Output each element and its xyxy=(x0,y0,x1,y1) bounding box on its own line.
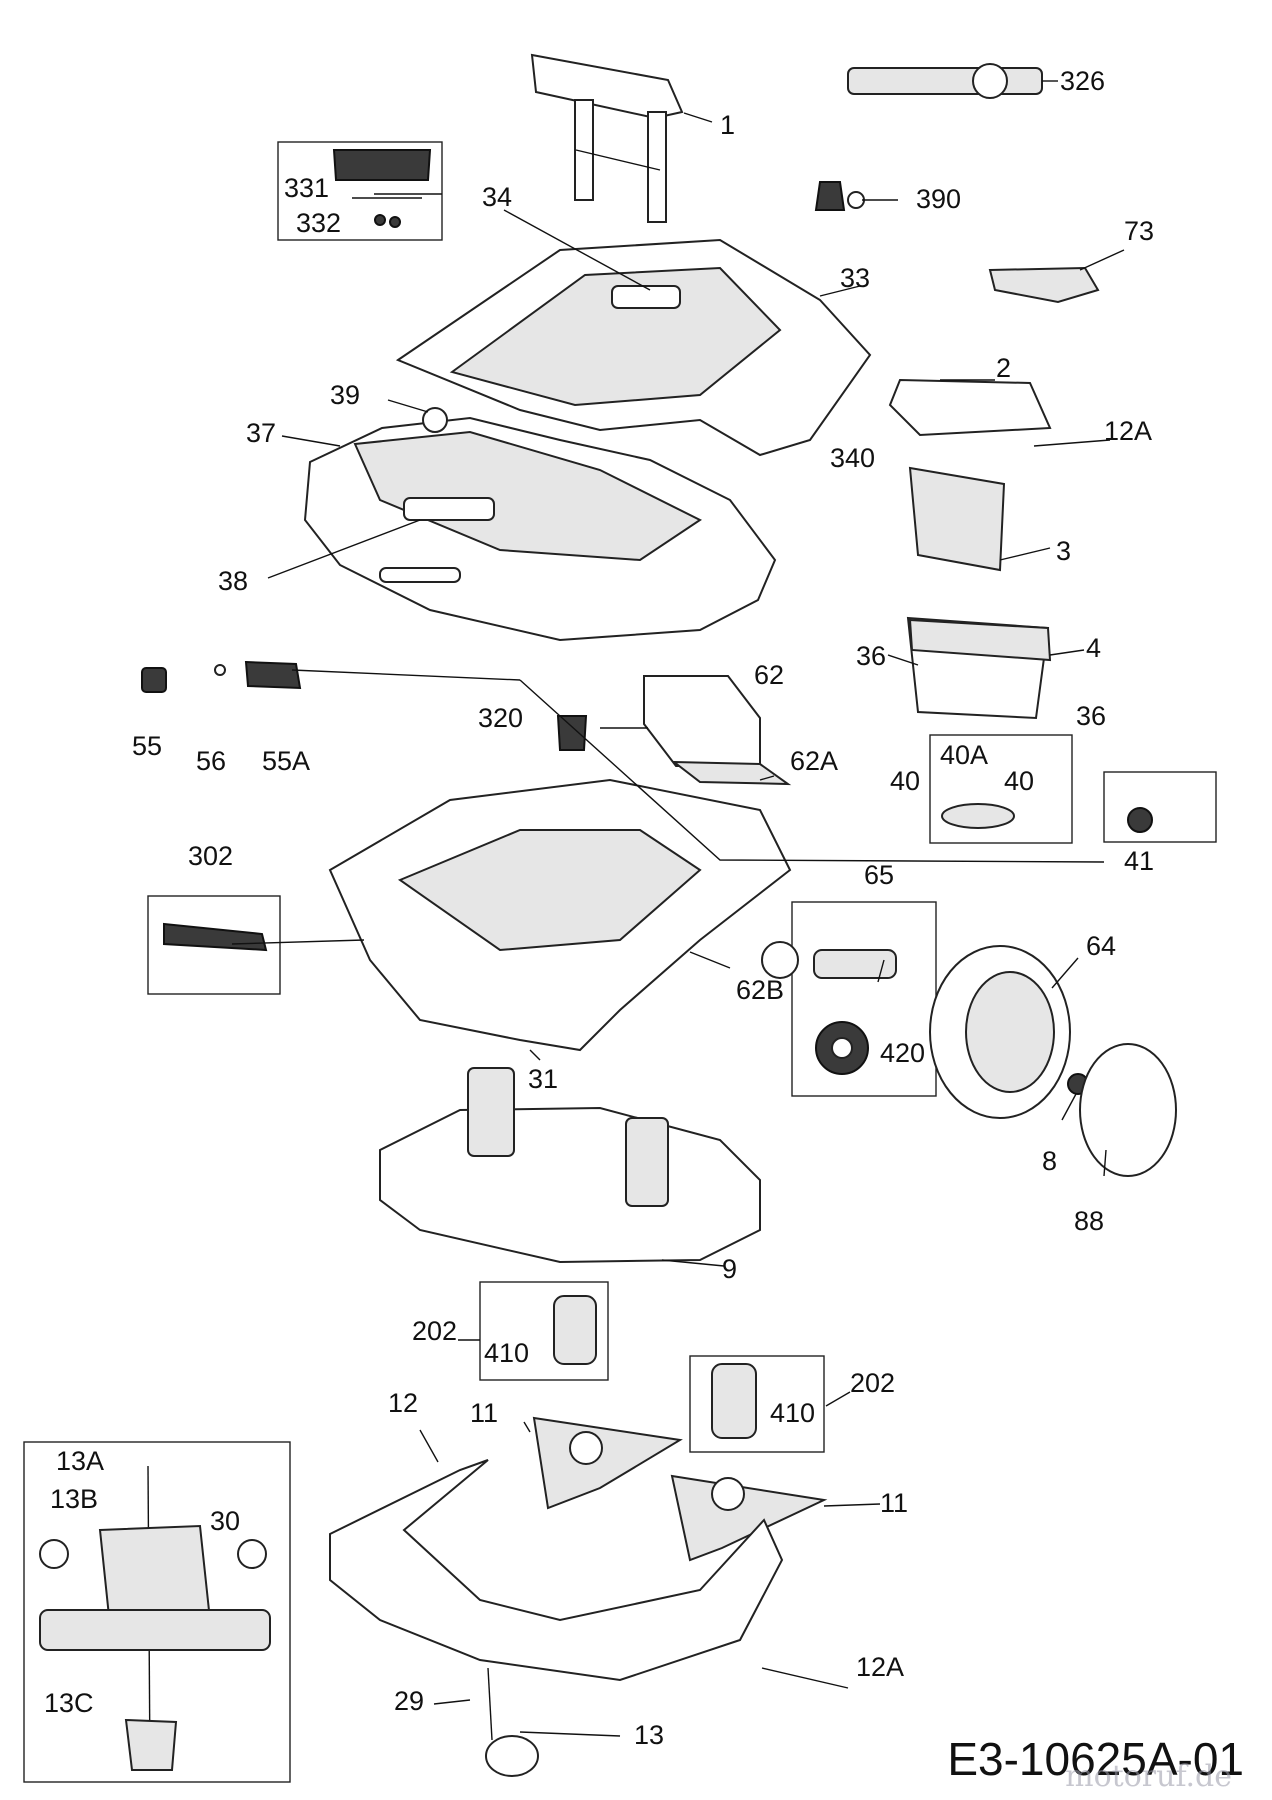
rubber-plug-part xyxy=(556,715,588,751)
body-shell-part xyxy=(303,407,777,642)
magnet-ring-part xyxy=(815,1021,869,1075)
watermark-logo: motoruf.de xyxy=(1065,1759,1232,1794)
mesh-filter-part xyxy=(941,803,1015,829)
hood-part xyxy=(395,238,872,457)
callout-11-right: 11 xyxy=(880,1488,909,1518)
callout-420: 420 xyxy=(880,1038,926,1068)
bumper-sensor-part xyxy=(163,922,268,952)
callout-8: 8 xyxy=(1042,1146,1058,1176)
blade-guard-part xyxy=(329,1459,784,1682)
inset-box-331-332 xyxy=(277,141,443,241)
callout-88: 88 xyxy=(1074,1206,1105,1236)
callout-12: 12 xyxy=(388,1388,419,1418)
callout-30: 30 xyxy=(210,1506,241,1536)
callout-4: 4 xyxy=(1086,633,1102,663)
blade-disc-left-part xyxy=(532,1416,683,1510)
callout-36-left: 36 xyxy=(856,641,887,671)
inset-box-202-top xyxy=(479,1281,609,1381)
callout-37: 37 xyxy=(246,418,277,448)
callout-3: 3 xyxy=(1056,536,1072,566)
battery-cover-part xyxy=(888,378,1052,437)
callout-29: 29 xyxy=(394,1686,425,1716)
callout-1: 1 xyxy=(720,110,736,140)
callout-41: 41 xyxy=(1124,846,1155,876)
drive-wheel-part xyxy=(929,945,1177,1177)
inset-box-302 xyxy=(147,895,281,995)
callout-390: 390 xyxy=(916,184,962,214)
inset-box-13-assembly xyxy=(23,1441,291,1783)
handle-part xyxy=(530,53,684,223)
callout-331: 331 xyxy=(284,173,330,203)
inset-box-202-bottom xyxy=(689,1355,825,1453)
callout-410-top: 410 xyxy=(484,1338,530,1368)
callout-33: 33 xyxy=(840,263,871,293)
blade-motor-bottom-part xyxy=(711,1363,757,1439)
circuit-board-part xyxy=(908,466,1006,572)
battery-box-part xyxy=(906,616,1052,720)
callout-13C: 13C xyxy=(44,1688,94,1718)
drive-motor-part xyxy=(813,949,897,979)
callout-13: 13 xyxy=(634,1720,665,1750)
inset-box-41 xyxy=(1103,771,1217,843)
callout-65: 65 xyxy=(864,860,895,890)
callout-73: 73 xyxy=(1124,216,1155,246)
bracket-73-part xyxy=(988,266,1100,304)
knob-part xyxy=(814,181,865,211)
callout-13B: 13B xyxy=(50,1484,99,1514)
callout-62B: 62B xyxy=(736,975,785,1005)
callout-40A: 40A xyxy=(940,740,989,770)
callout-64: 64 xyxy=(1086,931,1117,961)
callout-62: 62 xyxy=(754,660,785,690)
castor-wheel-part xyxy=(485,1667,539,1777)
chassis-part xyxy=(328,778,799,1052)
callout-326: 326 xyxy=(1060,66,1106,96)
callout-62A: 62A xyxy=(790,746,839,776)
grommet-41-part xyxy=(1127,807,1153,833)
callout-9: 9 xyxy=(722,1254,738,1284)
base-plate-part xyxy=(379,1067,761,1264)
callout-36-right: 36 xyxy=(1076,701,1107,731)
callout-202-bottom: 202 xyxy=(850,1368,896,1398)
callout-2: 2 xyxy=(996,353,1012,383)
callout-31: 31 xyxy=(528,1064,559,1094)
callout-202-top: 202 xyxy=(412,1316,458,1346)
inset-box-40 xyxy=(929,734,1073,844)
callout-12A-bottom: 12A xyxy=(856,1652,905,1682)
callout-55: 55 xyxy=(132,731,163,761)
callout-332: 332 xyxy=(296,208,342,238)
callout-40: 40 xyxy=(890,766,921,796)
callout-34: 34 xyxy=(482,182,513,212)
blade-motor-top-part xyxy=(553,1295,597,1365)
callout-320: 320 xyxy=(478,703,524,733)
callout-410-bottom: 410 xyxy=(770,1398,816,1428)
battery-pack-part xyxy=(643,675,792,786)
callout-39: 39 xyxy=(330,380,361,410)
callout-38: 38 xyxy=(218,566,249,596)
callout-55A: 55A xyxy=(262,746,311,776)
display-cover-part xyxy=(332,149,432,228)
document-code: E3-10625A-01 xyxy=(947,1733,1244,1785)
callout-13A: 13A xyxy=(56,1446,105,1476)
label-strip-part xyxy=(847,63,1043,99)
callout-340: 340 xyxy=(830,443,876,473)
blade-disc-right-part xyxy=(670,1474,828,1562)
callout-56: 56 xyxy=(196,746,227,776)
height-adjust-assembly-part xyxy=(39,1465,271,1771)
callout-12A-top: 12A xyxy=(1104,416,1153,446)
callout-11-left: 11 xyxy=(470,1398,499,1428)
callout-40-inset: 40 xyxy=(1004,766,1035,796)
callout-302: 302 xyxy=(188,841,234,871)
small-fittings-part xyxy=(141,660,302,693)
